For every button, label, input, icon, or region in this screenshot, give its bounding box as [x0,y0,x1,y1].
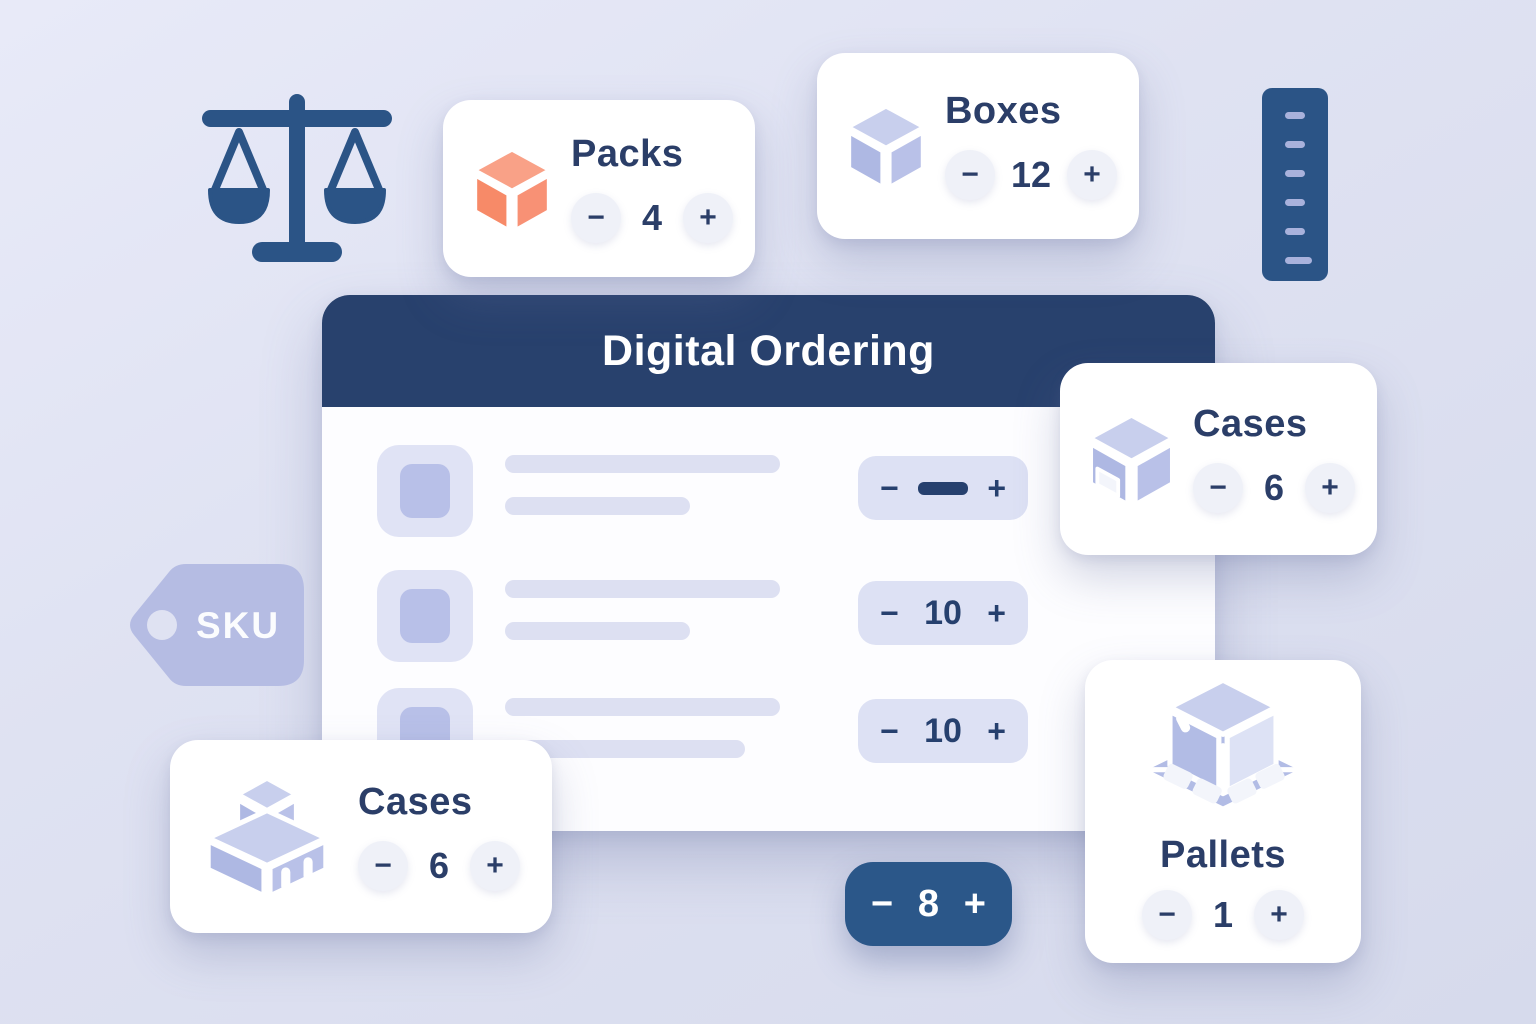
row-1-stepper: − + [858,456,1028,520]
row-thumbnail [377,445,473,537]
packs-plus-button[interactable]: + [683,192,733,243]
labeled-case-icon [1087,412,1176,507]
row-1-value-placeholder [918,481,968,495]
boxes-minus-button[interactable]: − [944,150,995,200]
floating-stepper: − 8 + [845,862,1012,946]
row-thumbnail [377,570,473,662]
panel-body: − + − 10 + [322,407,1215,831]
ruler-icon [1262,88,1328,281]
cases-right-minus-button[interactable]: − [1193,463,1243,513]
pallets-card: Pallets − 1 + [1085,660,1361,963]
cases-left-label: Cases [358,780,473,823]
balance-scale-icon [202,94,392,262]
pallets-label: Pallets [1159,834,1287,876]
packs-minus-button[interactable]: − [571,192,621,243]
order-row-2: − 10 + [322,570,1215,666]
pallets-minus-button[interactable]: − [1142,890,1192,940]
row-3-stepper: − 10 + [858,699,1028,763]
row-text-lines [505,455,780,515]
row-2-stepper: − 10 + [858,581,1028,645]
pack-cube-icon [472,146,552,232]
row-3-plus-button[interactable]: + [987,713,1006,749]
pallets-value: 1 [1212,894,1234,935]
row-2-minus-button[interactable]: − [880,595,899,631]
sku-tag-label: SKU [196,605,280,646]
sku-tag-icon: SKU [130,564,304,686]
row-1-minus-button[interactable]: − [880,470,899,506]
row-3-minus-button[interactable]: − [880,713,899,749]
row-text-lines [505,580,780,640]
row-1-plus-button[interactable]: + [987,470,1006,506]
stacked-cases-icon [205,775,329,898]
boxes-card: Boxes − 12 + [817,53,1139,239]
cases-right-value: 6 [1263,467,1285,508]
cases-right-label: Cases [1193,403,1308,445]
cases-card-left: Cases − 6 + [170,740,552,933]
packs-value: 4 [641,196,663,238]
row-text-lines [505,698,780,758]
boxes-label: Boxes [944,90,1062,132]
pallet-box-icon [1139,677,1307,812]
panel-title: Digital Ordering [602,326,935,375]
panel-header: Digital Ordering [322,295,1215,407]
boxes-plus-button[interactable]: + [1067,150,1117,200]
box-cube-icon [846,104,926,190]
floating-plus-button[interactable]: + [963,883,986,925]
boxes-value: 12 [1010,154,1051,195]
cases-left-plus-button[interactable]: + [470,840,520,891]
packs-label: Packs [571,132,684,175]
row-2-plus-button[interactable]: + [987,595,1006,631]
floating-minus-button[interactable]: − [871,883,894,925]
cases-card-right: Cases − 6 + [1060,363,1377,555]
cases-right-plus-button[interactable]: + [1305,463,1355,513]
cases-left-value: 6 [428,844,450,886]
row-3-value: 10 [924,711,962,750]
row-2-value: 10 [924,593,962,632]
packs-card: Packs − 4 + [443,100,755,277]
order-row-1: − + [322,445,1215,541]
floating-value: 8 [917,882,940,925]
pallets-plus-button[interactable]: + [1254,890,1304,940]
cases-left-minus-button[interactable]: − [358,840,408,891]
